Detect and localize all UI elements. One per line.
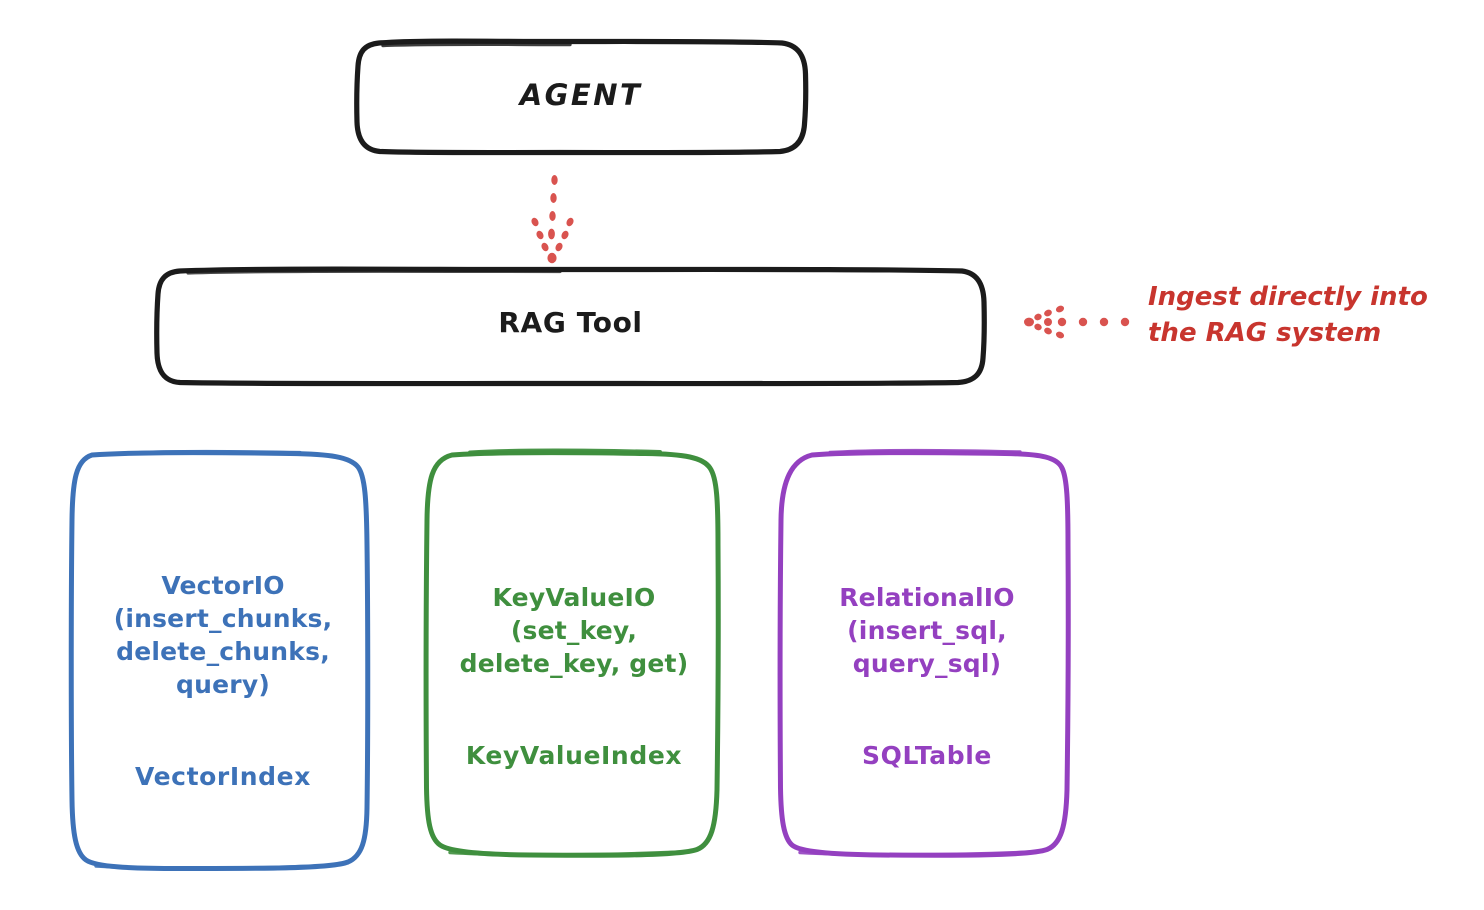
relational-io-node-shape (777, 448, 1071, 858)
vector-io-node-shape (68, 449, 371, 872)
relational-io-api-label: RelationalIO (insert_sql, query_sql) (839, 583, 1015, 678)
agent-to-rag-tool-connector (531, 175, 574, 264)
key-value-io-index-label: KeyValueIndex (465, 741, 683, 770)
vector-io-node-label: VectorIO (insert_chunks, delete_chunks, … (48, 536, 398, 826)
vector-io-index-label: VectorIndex (135, 762, 311, 791)
key-value-io-node-shape (423, 448, 721, 858)
agent-node-label: AGENT (519, 78, 643, 112)
relational-io-index-label: SQLTable (862, 741, 992, 770)
agent-node-shape (354, 38, 809, 156)
rag-tool-node-label: RAG Tool (498, 306, 643, 339)
ingest-annotation-label: Ingest directly into the RAG system (1148, 282, 1428, 348)
key-value-io-node-label: KeyValueIO (set_key, delete_key, get) Ke… (406, 548, 742, 805)
key-value-io-api-label: KeyValueIO (set_key, delete_key, get) (459, 583, 689, 678)
relational-io-node-label: RelationalIO (insert_sql, query_sql) SQL… (766, 548, 1088, 805)
ingest-to-rag-tool-connector (1024, 305, 1130, 339)
rag-tool-node-shape (154, 266, 987, 387)
vector-io-api-label: VectorIO (insert_chunks, delete_chunks, … (113, 571, 333, 699)
